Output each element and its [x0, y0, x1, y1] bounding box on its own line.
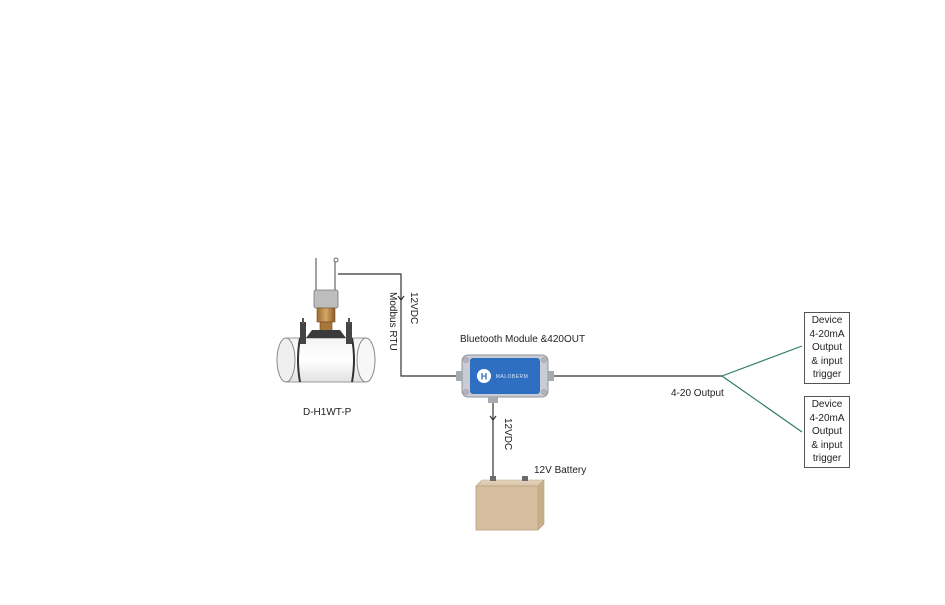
device-line: & input	[811, 355, 843, 367]
device-line: 4-20mA	[809, 328, 845, 340]
sensor-label: D-H1WT-P	[303, 407, 352, 418]
device-line: & input	[811, 439, 843, 451]
module-logo-text: MALOBERM	[496, 374, 529, 380]
arrow-marks	[397, 295, 497, 421]
device-line: trigger	[812, 453, 842, 465]
device-line: Device	[811, 315, 843, 327]
device-line: Device	[811, 399, 843, 411]
battery-illustration	[475, 476, 545, 531]
output-split	[721, 345, 803, 433]
battery-power-label: 12VDC	[502, 418, 513, 451]
sensor-cable	[338, 273, 462, 377]
sensor-comm-label: Modbus RTU	[387, 292, 398, 351]
device-line: Output	[811, 426, 843, 438]
device-line: Output	[811, 342, 843, 354]
device-line: trigger	[812, 369, 842, 381]
bluetooth-module: H MALOBERM	[456, 354, 554, 403]
sensor-illustration	[276, 257, 376, 383]
device-box: Device 4-20mA Output & input trigger	[804, 396, 850, 468]
device-line: 4-20mA	[809, 412, 845, 424]
module-label: Bluetooth Module &420OUT	[460, 334, 586, 345]
device-box: Device 4-20mA Output & input trigger	[804, 312, 850, 384]
sensor-power-label: 12VDC	[408, 292, 419, 325]
wires	[338, 273, 722, 484]
battery-label: 12V Battery	[534, 465, 587, 476]
svg-text:H: H	[481, 372, 488, 382]
output-label: 4-20 Output	[671, 388, 724, 399]
